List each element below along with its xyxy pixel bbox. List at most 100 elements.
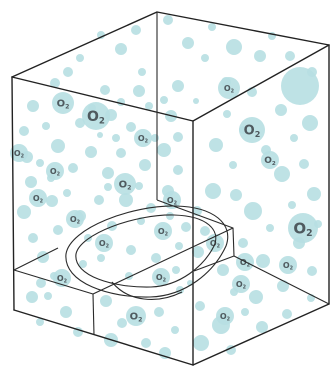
oxygen-bubble [160, 96, 168, 104]
oxygen-bubble [139, 159, 151, 171]
oxygen-bubble [94, 195, 104, 205]
oxygen-bubble [115, 43, 127, 55]
o2-molecule: O2 [152, 268, 170, 286]
oxygen-bubble [141, 338, 151, 348]
oxygen-bubble [63, 189, 71, 197]
oxygen-bubble [209, 138, 223, 152]
oxygen-bubble [117, 318, 127, 328]
oxygen-bubble [19, 126, 29, 136]
oxygen-bubble [126, 122, 136, 132]
oxygen-bubble [131, 25, 141, 35]
oxygen-bubble [195, 301, 205, 311]
o2-molecule: O2 [232, 275, 250, 293]
oxygen-bubble [36, 159, 44, 167]
oxygen-bubble [44, 292, 52, 300]
oxygen-bubble [238, 238, 248, 248]
oxygen-bubble [290, 134, 298, 142]
oxygen-bubble [229, 161, 237, 169]
oxygen-bubble [266, 224, 274, 232]
oxygen-bubble [256, 254, 270, 268]
oxygen-bubble [97, 254, 105, 262]
oxygen-bubble [285, 51, 295, 61]
o2-molecule: O2 [29, 189, 47, 207]
oxygen-bubble [68, 163, 78, 173]
oxygen-bubble [102, 167, 114, 179]
oxygen-bubble [138, 68, 146, 76]
oxygen-bubble-field [17, 15, 322, 359]
oxygen-bubble [181, 222, 191, 232]
oxygen-bubble [97, 132, 103, 138]
oxygen-bubble [274, 166, 290, 182]
oxygen-bubble [63, 67, 73, 77]
oxygen-bubble [230, 189, 242, 201]
o2-molecule: O2 [46, 162, 64, 180]
oxygen-bubble [193, 98, 199, 104]
oxygen-bubble [104, 183, 112, 191]
oxygen-bubble [27, 100, 39, 112]
oxygen-bubble [275, 104, 287, 116]
oxygen-bubble [205, 183, 221, 199]
o2-molecule: O2 [261, 151, 279, 169]
oxygen-bubble [26, 291, 38, 303]
oxygen-bubble [223, 110, 231, 118]
oxygen-bubble [53, 225, 63, 235]
oxygen-bubble [116, 148, 126, 158]
oxygen-bubble [135, 182, 143, 190]
o2-molecule: O2 [279, 256, 297, 274]
oxygen-bubble [166, 212, 174, 220]
oxygen-bubble [254, 50, 266, 62]
oxygen-bubble [277, 280, 289, 292]
o2-molecule: O2 [216, 307, 234, 325]
oxygen-bubble [100, 295, 112, 307]
oxygen-bubble [249, 290, 263, 304]
oxygen-bubble [85, 146, 97, 158]
oxygen-bubble [145, 102, 153, 110]
oxygen-bubble [46, 195, 58, 207]
oxygen-bubble [175, 242, 183, 250]
oxygen-bubble [241, 308, 249, 316]
oxygen-bubble [226, 39, 242, 55]
oxygen-bubble [288, 201, 296, 209]
o2-molecule: O2 [218, 77, 240, 99]
o2-molecule: O2 [154, 222, 172, 240]
oxygen-bubble [201, 54, 209, 62]
oxygen-bubble [307, 266, 317, 276]
o2-molecule: O2 [126, 306, 146, 326]
oxygen-bubble [25, 176, 37, 188]
oxygen-bubble [154, 307, 164, 317]
oxygen-bubble [299, 159, 309, 169]
oxygen-bubble [244, 202, 262, 220]
oxygen-bubble [307, 187, 321, 201]
o2-molecule: O2 [114, 173, 136, 195]
oxygen-bubble [60, 306, 72, 318]
oxygen-bubble [192, 246, 204, 258]
oxygen-bubble [173, 165, 183, 175]
oxygen-bubble [217, 264, 229, 276]
o2-molecule: O2 [134, 129, 152, 147]
inner-step-left-back-edge [14, 248, 58, 270]
oxygen-bubble [133, 85, 145, 97]
oxygen-bubble [151, 253, 161, 263]
inner-step-front-vertical [93, 294, 94, 335]
oxygen-bubble [119, 193, 133, 207]
cube-bottom-left-edge [14, 310, 193, 365]
oxygen-bubble [126, 245, 136, 255]
o2-molecule: O2 [82, 102, 110, 130]
o2-molecule: O2 [66, 210, 84, 228]
oxygen-bubble [307, 67, 317, 77]
oxygen-bubble [28, 233, 38, 243]
oxygen-bubble [171, 326, 179, 334]
oxygen-bubble [112, 134, 120, 142]
oxygen-bubble [157, 143, 171, 157]
cube-left-vertical-edge [12, 77, 14, 310]
oxygen-bubble [42, 122, 50, 130]
o2-molecule: O2 [239, 117, 265, 143]
oxygen-bubble [256, 321, 268, 333]
oxygen-bubble [51, 139, 65, 153]
cube-bottom-right-edge [193, 304, 329, 365]
oxygen-bubble [151, 134, 159, 142]
o2-molecule: O2 [95, 234, 113, 252]
oxygen-bubble [173, 132, 183, 142]
